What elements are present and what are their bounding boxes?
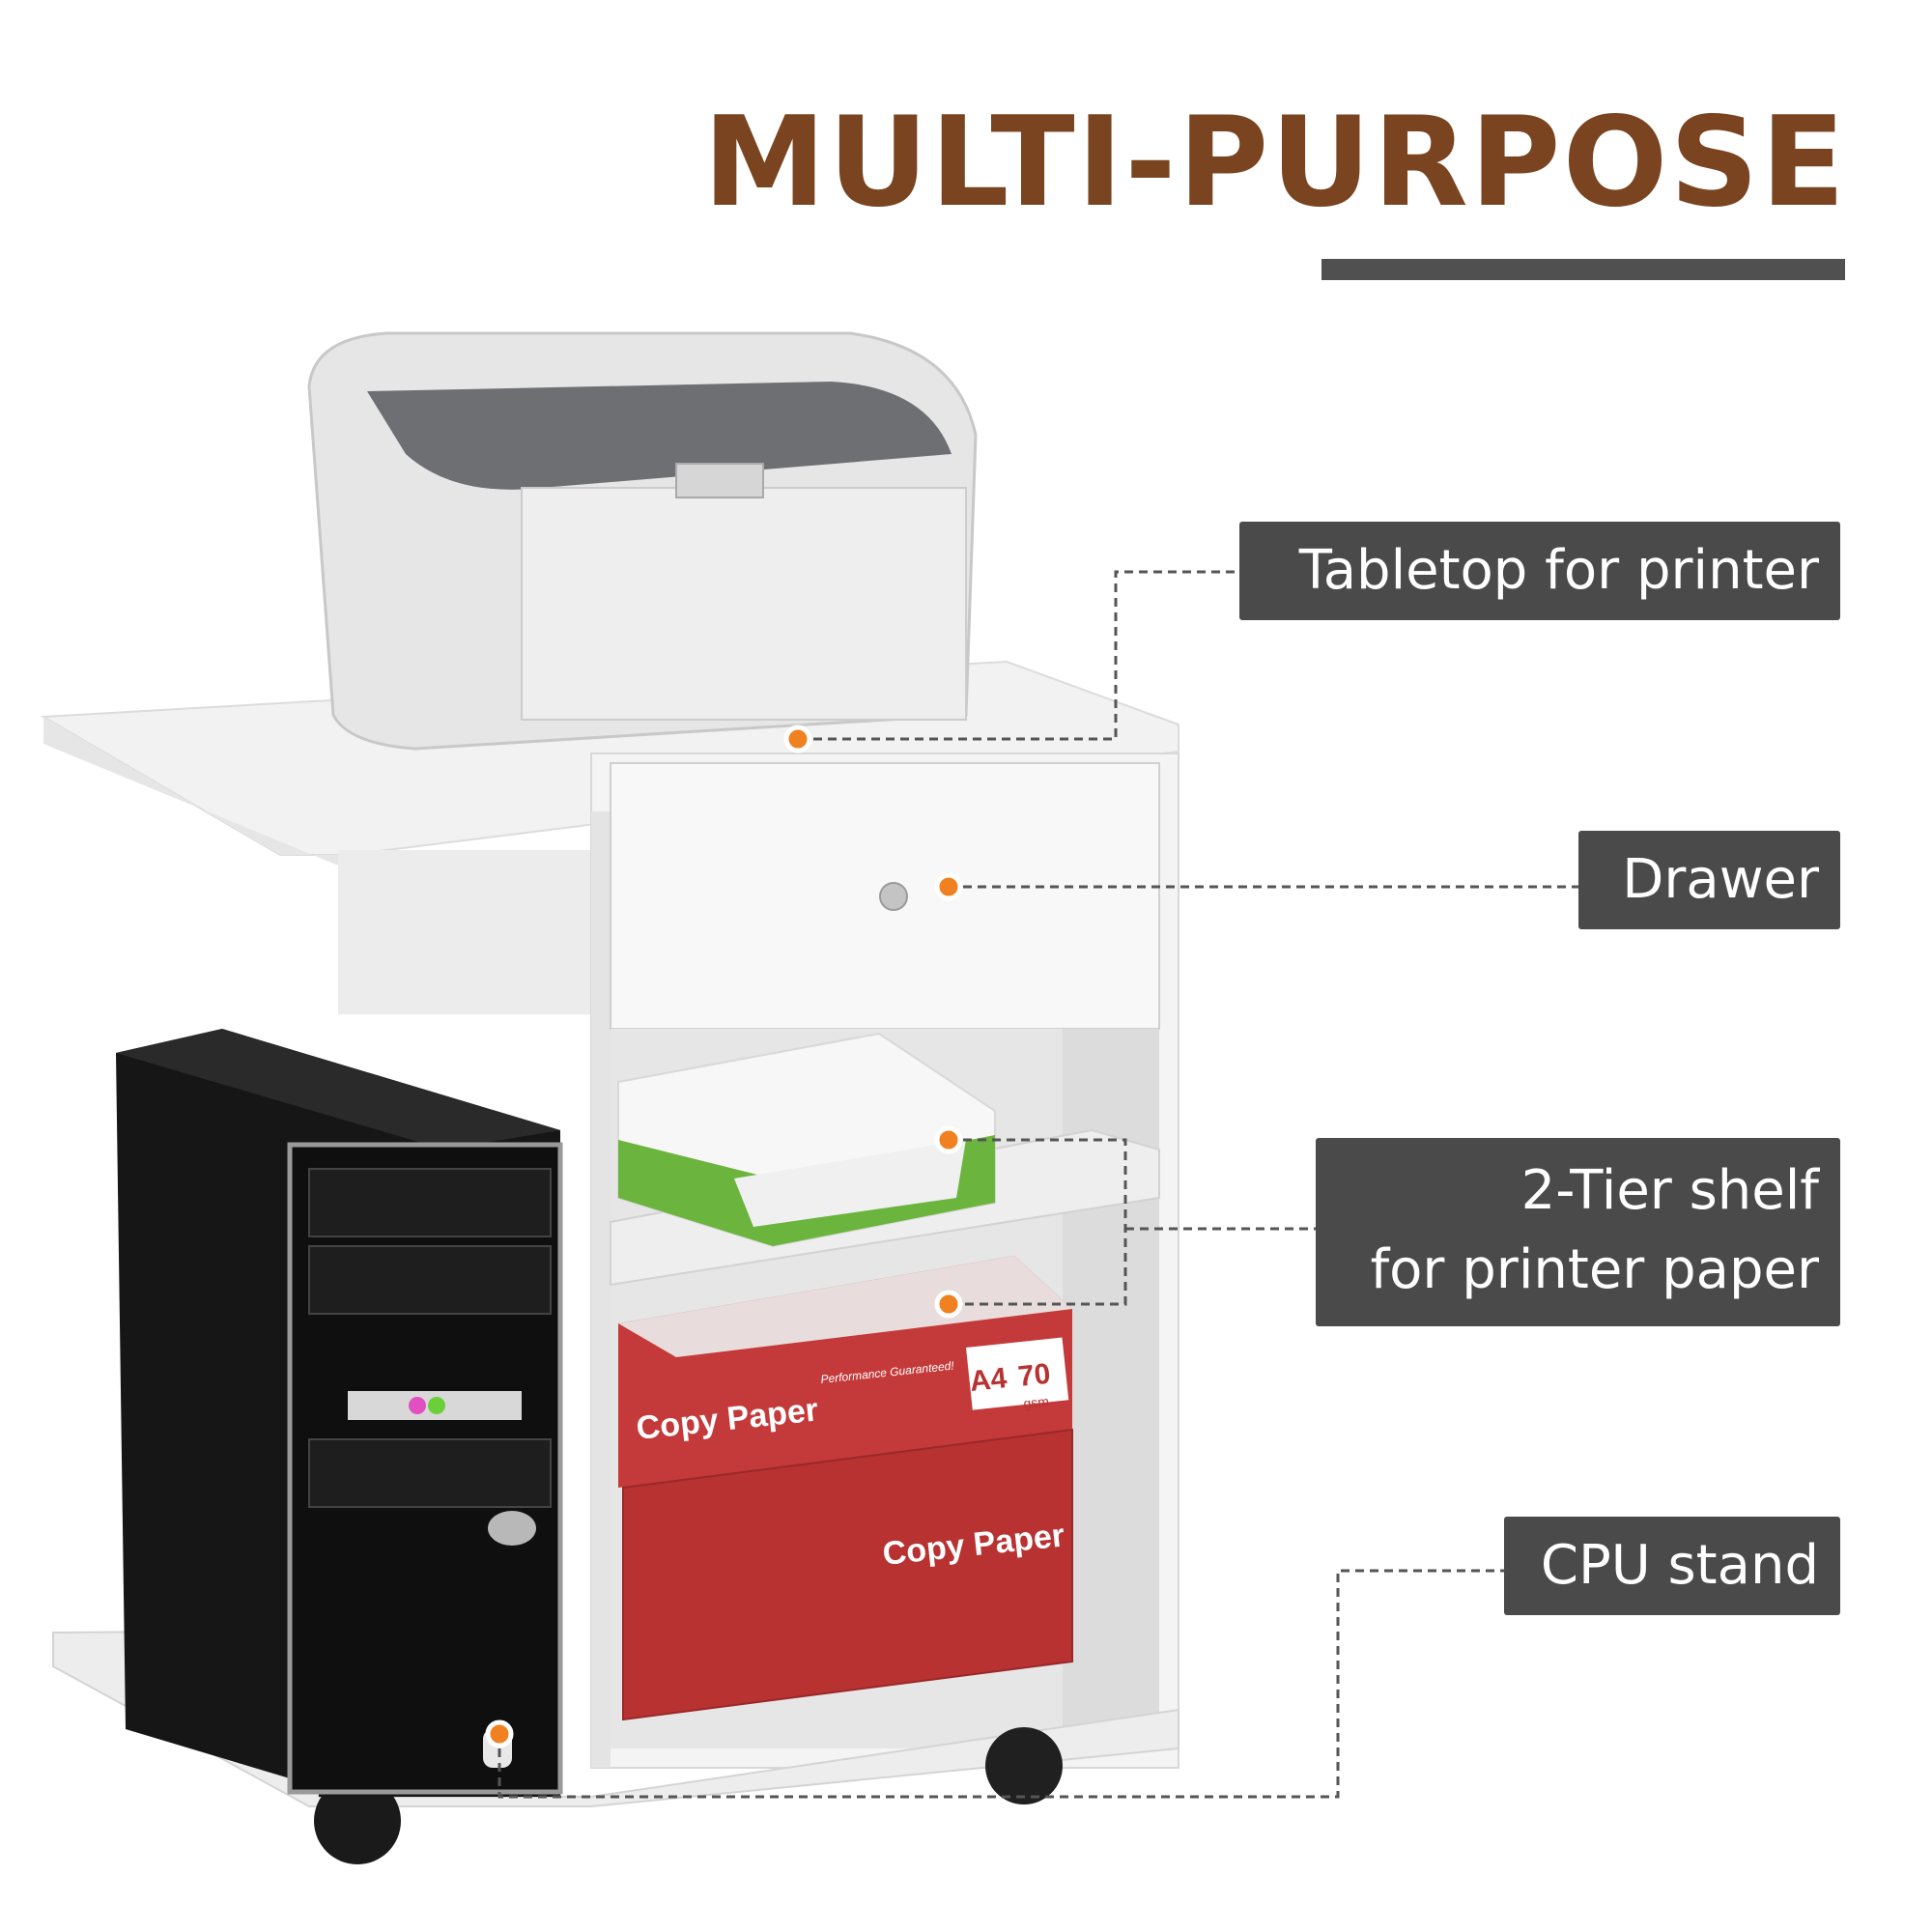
callout-dots	[485, 724, 963, 1748]
paper-box-weight: 70	[1016, 1358, 1052, 1393]
page-title: MULTI-PURPOSE	[702, 91, 1847, 235]
callout-connectors	[497, 570, 1578, 1799]
callout-text: for printer paper	[1370, 1238, 1819, 1301]
connector-shelf-bracket	[949, 1138, 1127, 1306]
paper-ream	[617, 1032, 996, 1248]
callout-label-tabletop: Tabletop for printer	[1239, 522, 1840, 620]
dot-drawer	[934, 872, 963, 901]
callout-text: CPU stand	[1540, 1534, 1819, 1597]
dot-shelf-lower	[934, 1290, 963, 1319]
callout-label-drawer: Drawer	[1578, 831, 1840, 929]
dot-shelf-upper	[934, 1125, 963, 1154]
title-underline	[1321, 259, 1845, 280]
dot-tabletop	[783, 724, 812, 753]
callout-text: Drawer	[1622, 848, 1819, 911]
dot-cpu	[485, 1719, 514, 1748]
printer	[307, 331, 978, 751]
paper-box-size: A4	[968, 1362, 1009, 1398]
callout-text: 2-Tier shelf	[1520, 1159, 1819, 1222]
copy-paper-boxes: Copy Paper Copy Paper A4 70 gsm Performa…	[618, 1256, 1073, 1721]
paper-box-weight-unit: gsm	[1023, 1393, 1050, 1411]
drawer-knob	[879, 882, 908, 911]
callout-text: Tabletop for printer	[1298, 539, 1819, 602]
callout-label-shelf: 2-Tier shelf for printer paper	[1316, 1138, 1840, 1326]
computer-tower	[116, 1029, 563, 1797]
callout-label-cpu: CPU stand	[1504, 1517, 1840, 1615]
connector-cpu	[497, 1569, 1504, 1799]
